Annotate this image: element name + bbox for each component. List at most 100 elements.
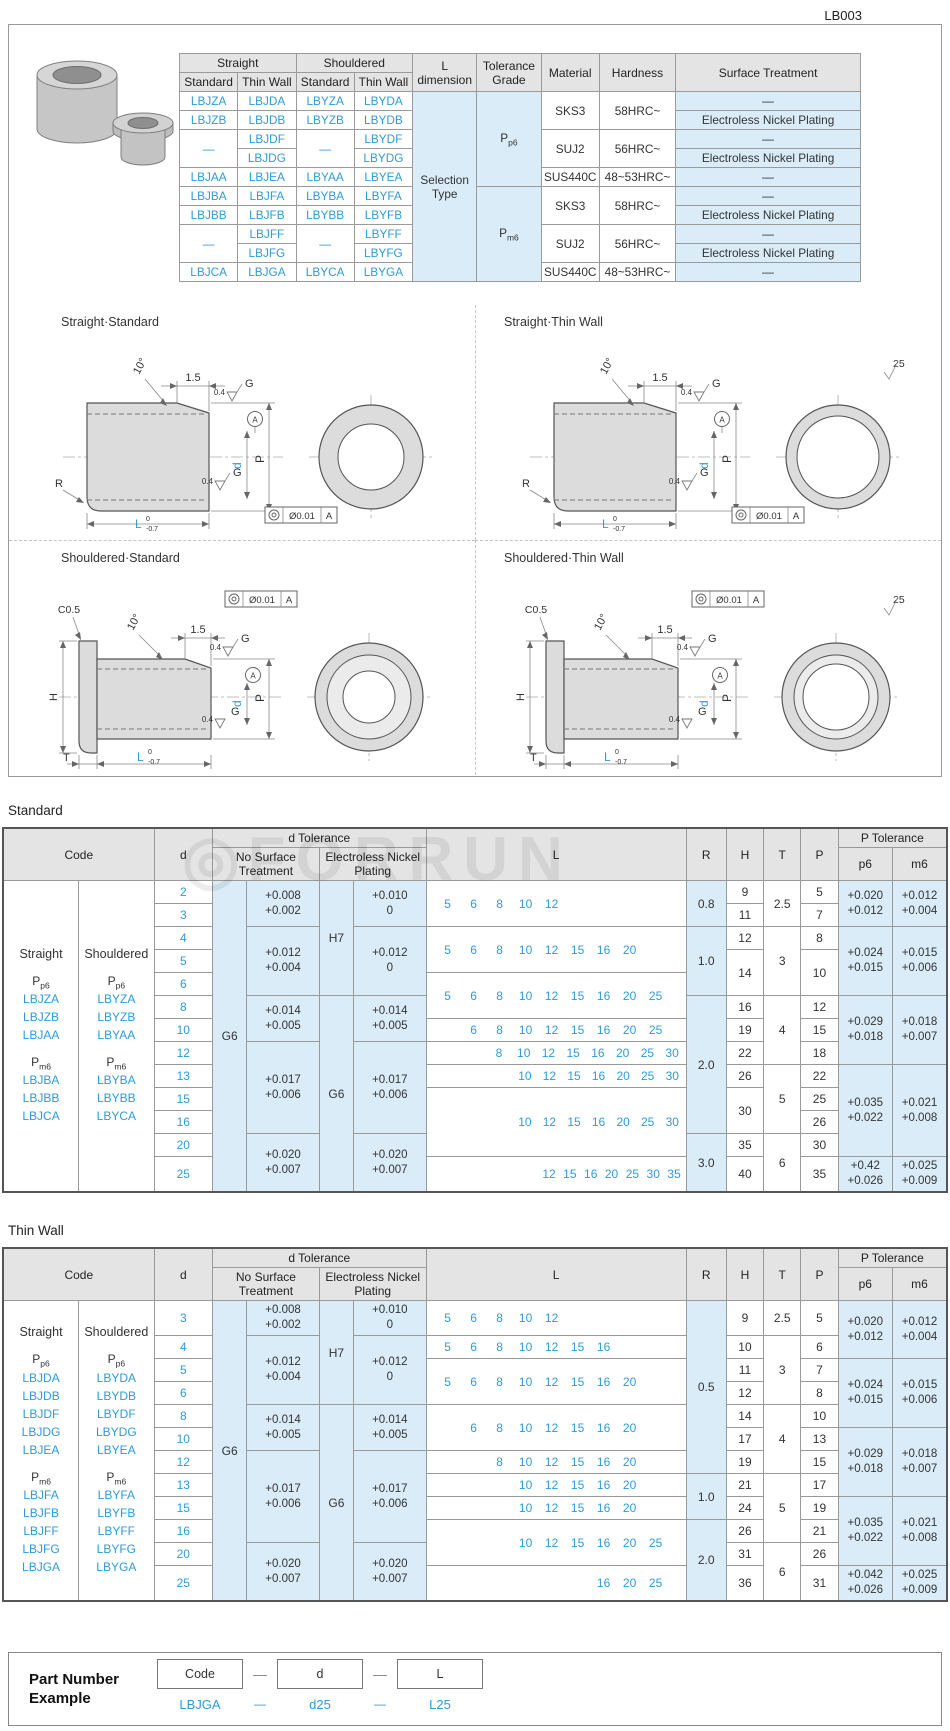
d-value-cell[interactable]: 10 — [153, 1427, 214, 1451]
l-value[interactable]: 16 — [596, 1023, 611, 1037]
part-code-link[interactable]: LBJZA — [23, 992, 60, 1006]
l-value[interactable]: 16 — [591, 1046, 605, 1060]
part-code-link[interactable]: LBYCA — [295, 262, 355, 282]
l-value[interactable]: 20 — [622, 1374, 637, 1389]
l-value[interactable]: 12 — [544, 1455, 559, 1469]
part-code-link[interactable]: LBJZA — [178, 91, 239, 111]
part-code-link[interactable]: LBJAA — [22, 1028, 60, 1042]
l-value[interactable]: 10 — [518, 1311, 533, 1325]
l-value[interactable]: 15 — [570, 1340, 585, 1354]
part-code-link[interactable]: LBJBA — [22, 1073, 60, 1088]
part-code-link[interactable]: LBYDG — [95, 1424, 137, 1439]
part-code-link[interactable]: LBJDG — [237, 148, 297, 168]
d-value-cell[interactable]: 25 — [153, 1565, 214, 1602]
part-code-link[interactable]: LBYDF — [353, 129, 414, 149]
l-value[interactable]: 25 — [648, 1576, 663, 1590]
l-value[interactable]: 16 — [596, 942, 611, 957]
l-value[interactable]: 8 — [496, 1420, 503, 1435]
l-value[interactable]: 10 — [518, 988, 533, 1003]
part-code-link[interactable]: LBYZA — [295, 91, 355, 111]
part-code-link[interactable]: LBYFA — [353, 186, 414, 206]
l-value[interactable]: 12 — [544, 1311, 559, 1325]
l-value[interactable]: 10 — [518, 1023, 533, 1037]
part-code-link[interactable]: LBJFB — [237, 205, 297, 225]
l-value[interactable]: 8 — [496, 1455, 503, 1469]
l-value[interactable]: 12 — [544, 1501, 559, 1515]
l-value[interactable]: 20 — [616, 1069, 630, 1083]
part-code-link[interactable]: LBJCA — [178, 262, 239, 282]
d-value-cell[interactable]: 5 — [153, 949, 214, 973]
d-value-cell[interactable]: 3 — [153, 903, 214, 927]
part-code-link[interactable]: LBJAA — [178, 167, 239, 187]
l-value[interactable]: 25 — [641, 1069, 655, 1083]
d-value-cell[interactable]: 6 — [153, 972, 214, 996]
l-value[interactable]: 8 — [496, 988, 503, 1003]
part-code-link[interactable]: LBYEA — [96, 1442, 136, 1457]
part-code-link[interactable]: LBYGA — [96, 1559, 137, 1574]
d-value-cell[interactable]: 4 — [153, 1335, 214, 1359]
d-value-cell[interactable]: 6 — [153, 1381, 214, 1405]
part-code-link[interactable]: LBJEA — [237, 167, 297, 187]
l-value[interactable]: 15 — [567, 1069, 581, 1083]
l-value[interactable]: 8 — [496, 942, 503, 957]
part-code-link[interactable]: LBYCA — [96, 1109, 136, 1124]
l-value[interactable]: 16 — [596, 1576, 611, 1590]
l-value[interactable]: 6 — [470, 896, 477, 911]
part-code-link[interactable]: LBJDF — [22, 1406, 60, 1421]
l-value[interactable]: 15 — [563, 1167, 577, 1181]
l-value[interactable]: 20 — [622, 1576, 637, 1590]
l-value[interactable]: 12 — [541, 1046, 556, 1060]
l-value[interactable]: 25 — [648, 1535, 663, 1550]
l-value[interactable]: 20 — [622, 942, 637, 957]
l-value[interactable]: 12 — [542, 1167, 556, 1181]
l-value[interactable]: 15 — [570, 1374, 585, 1389]
l-value[interactable]: 10 — [517, 1046, 531, 1060]
l-value[interactable]: 6 — [470, 1311, 477, 1325]
part-code-link[interactable]: LBJDF — [237, 129, 297, 149]
part-code-link[interactable]: LBYFB — [97, 1505, 136, 1520]
l-value[interactable]: 6 — [470, 1340, 477, 1354]
part-code-link[interactable]: LBJFA — [237, 186, 297, 206]
l-value[interactable]: 5 — [444, 1374, 451, 1389]
l-value[interactable]: 16 — [584, 1167, 598, 1181]
l-value[interactable]: 20 — [604, 1167, 619, 1181]
l-value[interactable]: 15 — [570, 1535, 585, 1550]
l-value[interactable]: 16 — [596, 1420, 611, 1435]
part-code-link[interactable]: LBYFF — [353, 224, 414, 244]
l-value[interactable]: 8 — [496, 1311, 503, 1325]
l-value[interactable]: 10 — [518, 896, 533, 911]
l-value[interactable]: 12 — [544, 1420, 559, 1435]
l-value[interactable]: 20 — [622, 1535, 637, 1550]
d-value-cell[interactable]: 12 — [153, 1041, 214, 1065]
part-code-link[interactable]: LBJZB — [178, 110, 239, 130]
part-code-link[interactable]: LBYBB — [295, 205, 355, 225]
l-value[interactable]: 20 — [616, 1115, 630, 1129]
d-value-cell[interactable]: 2 — [153, 880, 214, 904]
part-code-link[interactable]: LBJBA — [178, 186, 239, 206]
l-value[interactable]: 12 — [544, 1478, 559, 1492]
d-value-cell[interactable]: 10 — [153, 1018, 214, 1042]
part-code-link[interactable]: LBYFG — [353, 243, 414, 263]
l-value[interactable]: 10 — [518, 1501, 533, 1515]
l-value[interactable]: 5 — [444, 896, 451, 911]
l-value[interactable]: 30 — [665, 1115, 679, 1129]
part-code-link[interactable]: LBJFA — [23, 1487, 59, 1502]
l-value[interactable]: 35 — [667, 1167, 681, 1181]
l-value[interactable]: 10 — [518, 1420, 533, 1435]
l-value[interactable]: 6 — [470, 988, 477, 1003]
l-value[interactable]: 25 — [640, 1046, 655, 1060]
l-value[interactable]: 30 — [646, 1167, 660, 1181]
part-code-link[interactable]: LBYFF — [97, 1523, 135, 1538]
part-code-link[interactable]: LBYFG — [96, 1541, 136, 1556]
d-value-cell[interactable]: 15 — [153, 1087, 214, 1111]
l-value[interactable]: 16 — [596, 1501, 611, 1515]
part-code-link[interactable]: LBJDA — [237, 91, 297, 111]
